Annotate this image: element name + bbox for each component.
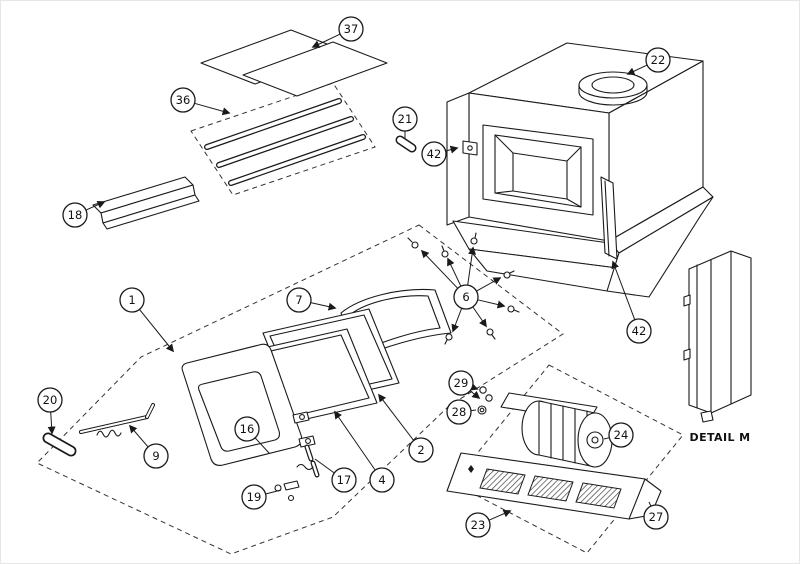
part-baffle-rods [204, 98, 366, 186]
part-screws [407, 232, 520, 345]
leader-line-6 [477, 299, 506, 309]
callout-label-18: 18 [68, 208, 83, 222]
leader-line-37 [311, 33, 341, 48]
part-blower-bracket [446, 452, 662, 520]
leader-line-6 [451, 308, 463, 333]
callout-7 [286, 287, 312, 313]
callout-label-7: 7 [295, 293, 302, 307]
part-heat-shield [92, 176, 200, 230]
callout-label-1: 1 [128, 293, 135, 307]
leader-line-7 [310, 302, 337, 311]
callout-label-28: 28 [452, 405, 467, 419]
part-hinge-pins [296, 444, 320, 478]
callout-label-42-side: 42 [632, 324, 647, 338]
leader-line-9 [128, 424, 149, 448]
callout-23 [465, 512, 491, 538]
part-flue-collar [578, 71, 648, 106]
callout-19 [241, 484, 267, 510]
callout-4 [369, 467, 395, 493]
part-top-plates [200, 29, 388, 97]
leader-line-17 [314, 458, 335, 474]
callout-37 [338, 16, 364, 42]
callout-label-4: 4 [378, 473, 385, 487]
leader-line-22 [626, 64, 648, 75]
part-handle-rod [79, 403, 155, 438]
leader-line-1 [139, 309, 175, 353]
leader-line-27 [648, 501, 652, 507]
callout-21 [392, 106, 418, 132]
callout-label-16: 16 [240, 422, 255, 436]
callout-label-19: 19 [247, 490, 262, 504]
callout-2 [408, 437, 434, 463]
callout-27 [643, 504, 669, 530]
leader-line-19 [265, 489, 282, 495]
leader-line-16 [254, 437, 270, 454]
dashed-outline-blower-assembly [452, 364, 684, 554]
dashed-outline-baffle-rods [190, 82, 376, 196]
leader-line-6 [476, 277, 502, 292]
callout-label-17: 17 [337, 473, 352, 487]
leader-line-29 [469, 383, 479, 391]
leader-line-36 [194, 102, 231, 116]
callout-label-21: 21 [398, 112, 413, 126]
part-latch [274, 480, 300, 502]
callout-label-42-front: 42 [427, 147, 442, 161]
leader-line-42-side [611, 260, 636, 320]
callout-9 [143, 443, 169, 469]
callout-label-22: 22 [651, 53, 666, 67]
leader-line-23 [488, 509, 512, 521]
callout-label-36: 36 [176, 93, 191, 107]
leader-line-20 [47, 411, 56, 435]
leader-line-42-front [445, 145, 459, 154]
callout-22 [645, 47, 671, 73]
callout-16 [234, 416, 260, 442]
leader-line-29 [469, 390, 481, 400]
callout-label-27: 27 [649, 510, 664, 524]
leader-line-6 [467, 246, 477, 286]
leader-line-28 [470, 409, 477, 412]
callout-6 [453, 284, 479, 310]
callout-label-9: 9 [152, 449, 159, 463]
callout-1 [119, 287, 145, 313]
callout-label-23: 23 [471, 518, 486, 532]
callout-28 [446, 399, 472, 425]
callout-29 [448, 370, 474, 396]
leader-line-24 [603, 437, 610, 440]
callout-label-37: 37 [344, 22, 359, 36]
part-grommets [477, 386, 493, 415]
part-handle-grip [42, 432, 77, 457]
dashed-outline-door-assembly [36, 224, 564, 555]
part-blower [500, 392, 613, 468]
screw-diamond [468, 465, 474, 473]
callout-42-side [626, 318, 652, 344]
leader-line-4 [334, 410, 376, 471]
leader-line-6 [472, 306, 487, 328]
part-detail-m [683, 250, 752, 423]
callout-20 [37, 387, 63, 413]
detail-m-label: DETAIL M [690, 431, 751, 444]
callout-17 [331, 467, 357, 493]
part-plug [395, 135, 417, 153]
leader-line-6 [447, 257, 462, 287]
leader-line-18 [85, 200, 106, 211]
callout-36 [170, 87, 196, 113]
callout-label-20: 20 [43, 393, 58, 407]
callout-24 [608, 422, 634, 448]
leader-line-2 [378, 393, 415, 441]
callout-label-6: 6 [462, 290, 469, 304]
part-stove-body [446, 42, 714, 298]
callout-label-24: 24 [614, 428, 629, 442]
callout-label-2: 2 [417, 443, 424, 457]
leader-line-6 [420, 249, 459, 289]
callout-42-front [421, 141, 447, 167]
callout-label-29: 29 [454, 376, 469, 390]
callout-18 [62, 202, 88, 228]
